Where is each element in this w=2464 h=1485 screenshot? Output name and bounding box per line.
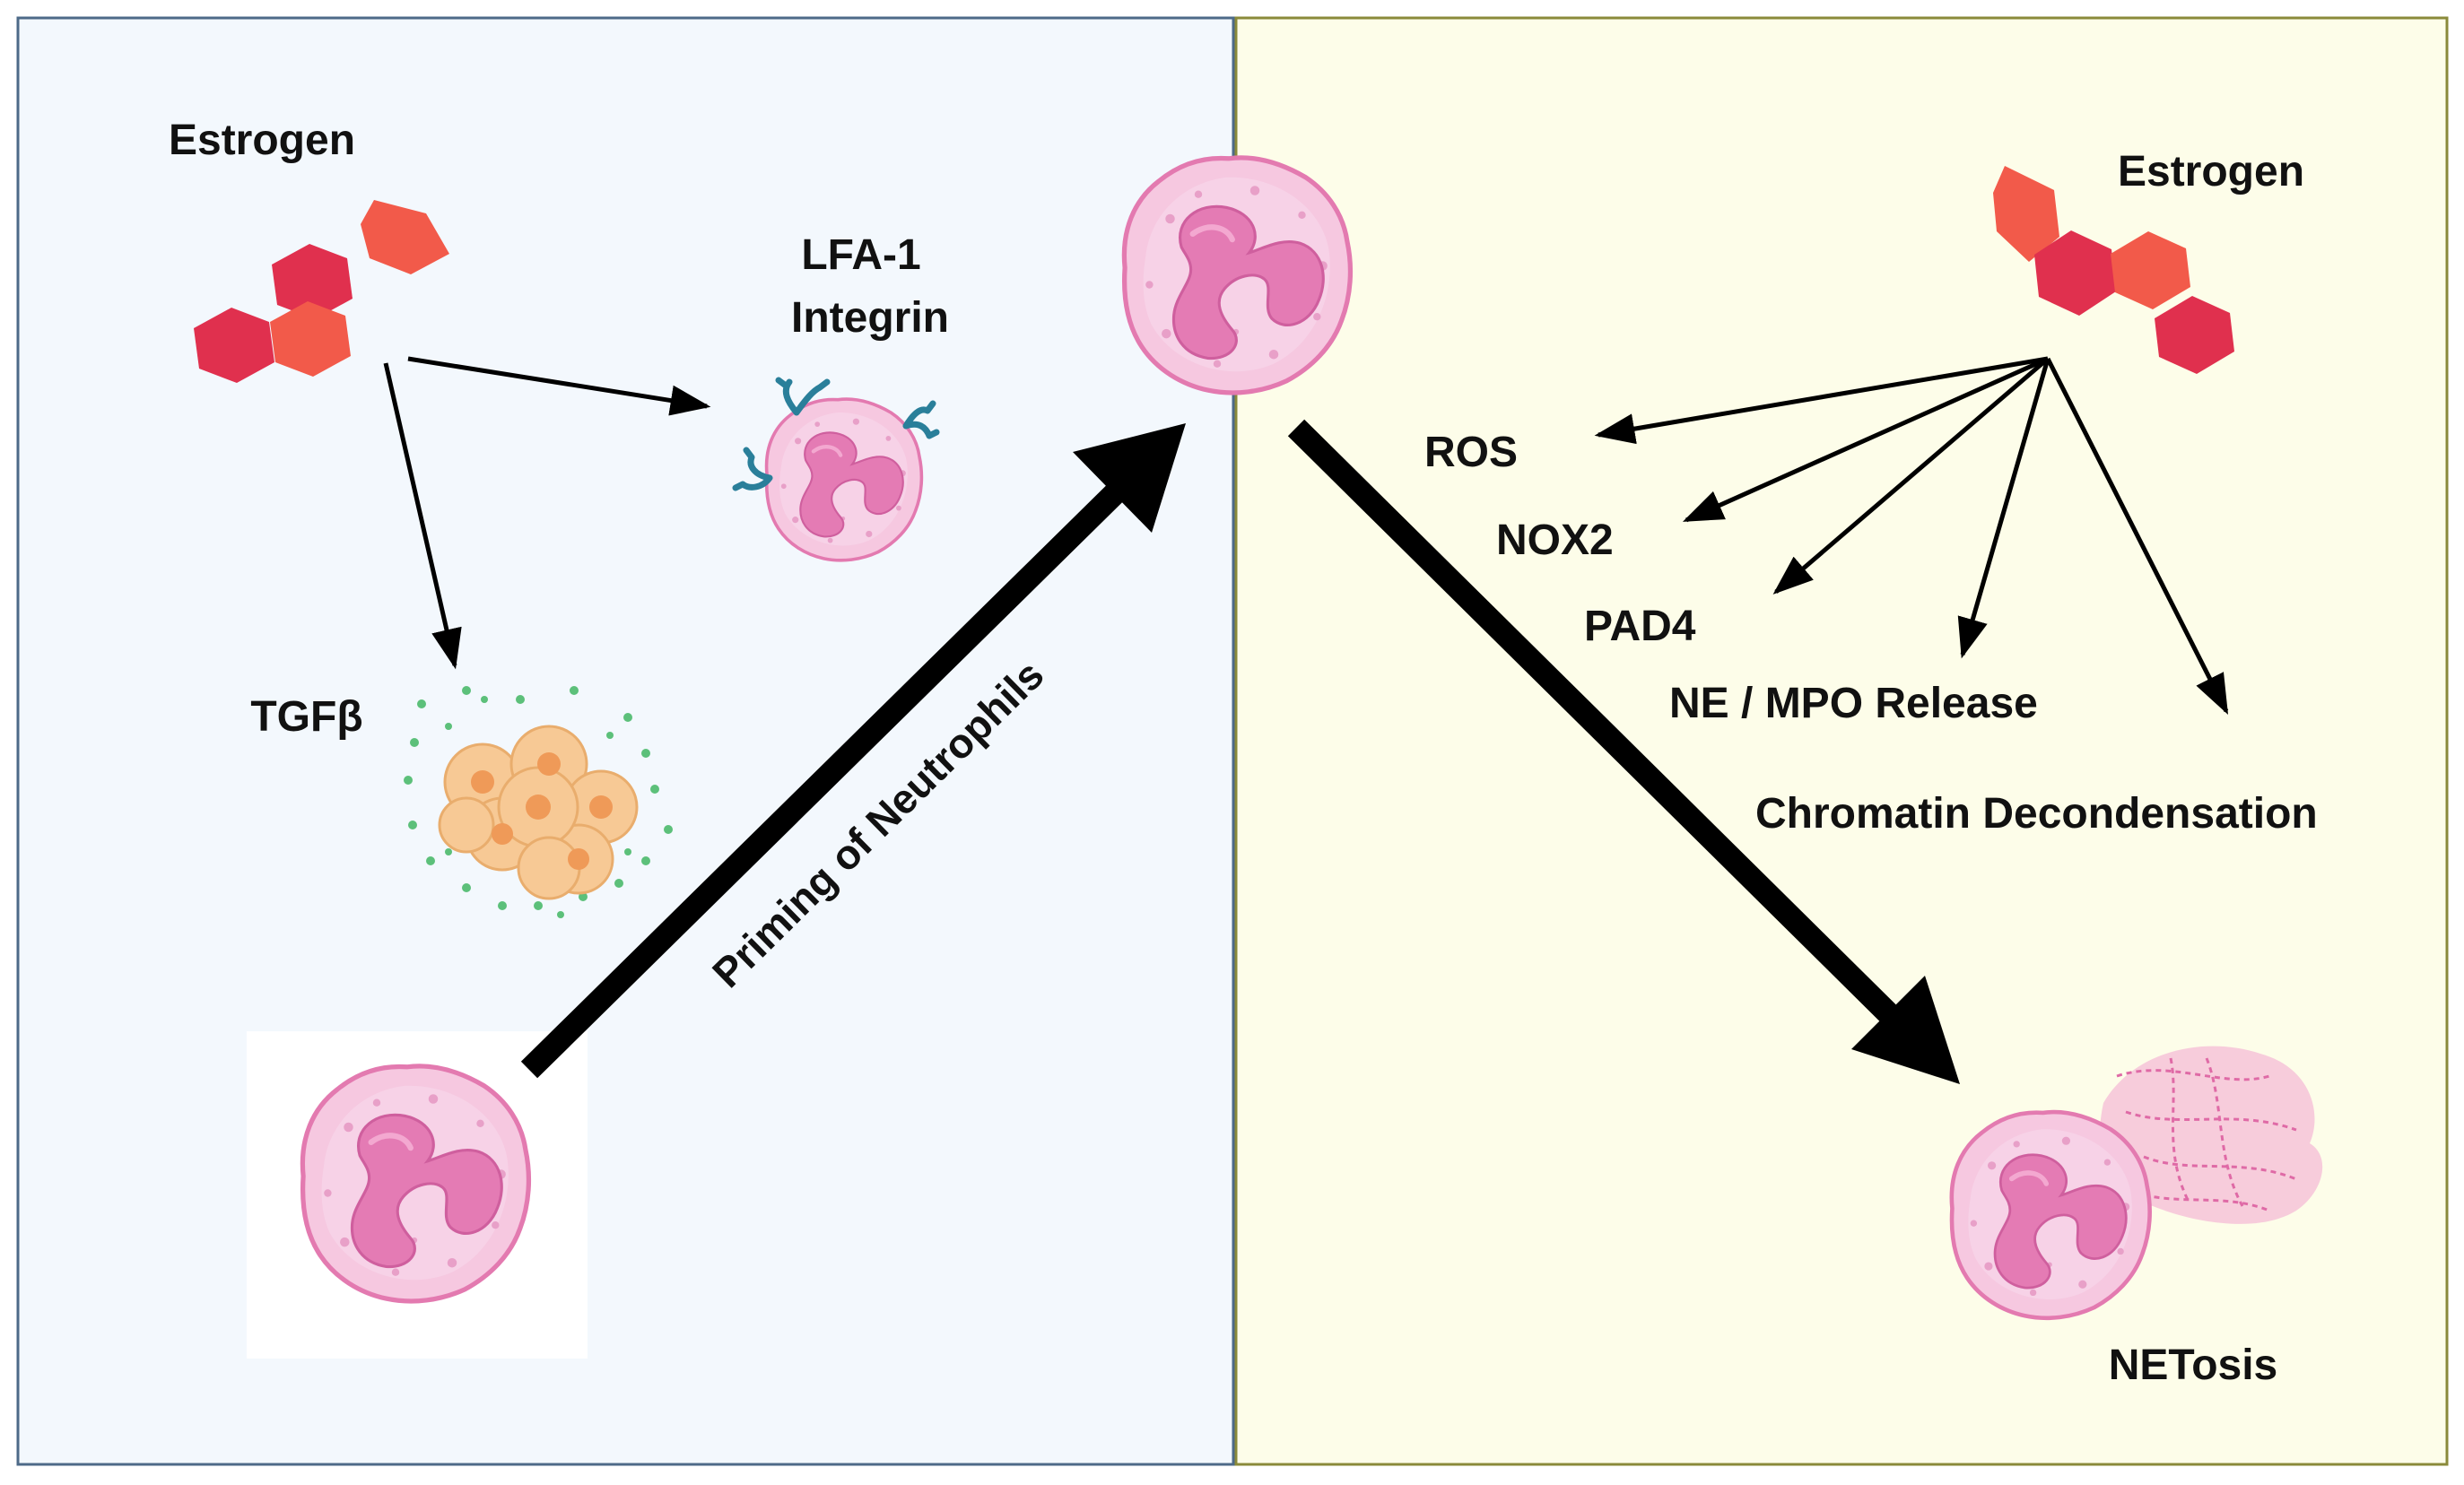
priming-arrow-head (1073, 423, 1186, 533)
effect-label-nox2: NOX2 (1496, 517, 1614, 564)
primed-neutrophil-icon (1124, 158, 1350, 393)
estrogen-label-left: Estrogen (169, 117, 355, 164)
tgf-beta-label: TGFβ (250, 693, 362, 741)
effect-arrows (1594, 356, 2229, 716)
arrow-to-pad4 (1772, 357, 2050, 595)
resting-neutrophil-icon (302, 1066, 528, 1301)
netosis-arrow-shaft (1287, 419, 1897, 1022)
effect-label-chromatin: Chromatin Decondensation (1755, 790, 2318, 838)
netosis-label: NETosis (2109, 1342, 2277, 1389)
arrow-estrogen-to-tgf (383, 362, 462, 670)
estrogen-label-right: Estrogen (2118, 148, 2304, 195)
left-panel-background (16, 16, 1235, 1466)
net-release-icon (2100, 1046, 2323, 1224)
lfa1-neutrophil-icon (732, 377, 940, 560)
arrow-to-ros (1594, 356, 2049, 445)
estrogen-hexagon-icon (194, 200, 449, 383)
lfa1-label-line2: Integrin (791, 294, 949, 342)
arrow-estrogen-to-lfa1 (407, 356, 711, 416)
estrogen-hexagon-icon-right (1993, 166, 2234, 374)
arrow-to-nox2 (1682, 356, 2050, 523)
netosis-neutrophil-icon (1952, 1112, 2150, 1318)
effect-label-ne-mpo: NE / MPO Release (1669, 680, 2038, 727)
integrin-receptor-icon (732, 377, 940, 491)
lfa1-label-line1: LFA-1 (801, 231, 920, 279)
effect-label-pad4: PAD4 (1584, 603, 1696, 650)
netosis-arrow-head (1851, 976, 1960, 1084)
arrow-to-chromatin (2045, 357, 2229, 716)
tumor-cell-cluster-icon (404, 686, 673, 918)
arrow-to-ne-mpo (1957, 358, 2050, 659)
priming-arrow-shaft (520, 482, 1126, 1079)
right-panel-background (1234, 16, 2449, 1466)
effect-label-ros: ROS (1424, 429, 1518, 476)
